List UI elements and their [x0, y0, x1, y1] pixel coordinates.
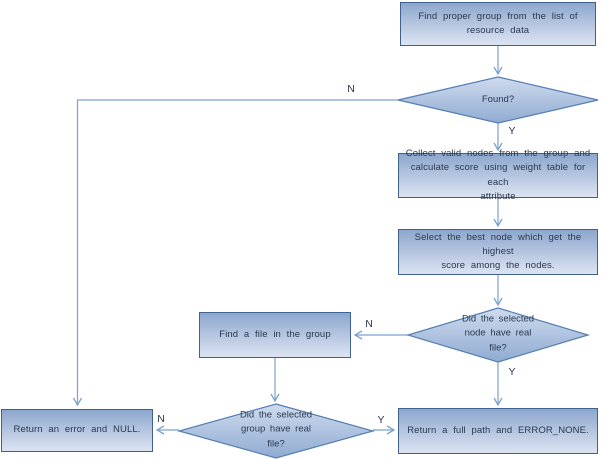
process-find-proper-group: Find proper group from the list of resou…	[400, 2, 596, 46]
decision-group-has-real-file-label: Did the selected group have real file?	[239, 409, 313, 450]
branch-label-found-yes: Y	[508, 125, 516, 137]
process-return-error-null: Return an error and NULL.	[1, 409, 153, 452]
edge-found-no-to-return-error	[72, 99, 398, 407]
decision-node-has-real-file-shape	[405, 307, 591, 363]
decision-node-has-real-file-label: Did the selected node have real file?	[461, 313, 535, 354]
process-collect-valid-nodes: Collect valid nodes from the group and c…	[398, 148, 598, 202]
process-return-full-path: Return a full path and ERROR_NONE.	[398, 408, 598, 454]
branch-label-node-file-yes: Y	[508, 366, 516, 378]
branch-label-found-no: N	[347, 83, 355, 95]
branch-label-group-file-no: N	[157, 413, 165, 425]
process-select-best-node: Select the best node which get the highe…	[398, 229, 598, 275]
branch-label-node-file-no: N	[365, 318, 373, 330]
decision-group-has-real-file-shape	[176, 403, 376, 459]
process-find-file-in-group: Find a file in the group	[199, 312, 351, 358]
branch-label-group-file-yes: Y	[377, 414, 385, 426]
decision-found-label: Found?	[481, 93, 515, 105]
decision-found-shape	[397, 76, 599, 124]
